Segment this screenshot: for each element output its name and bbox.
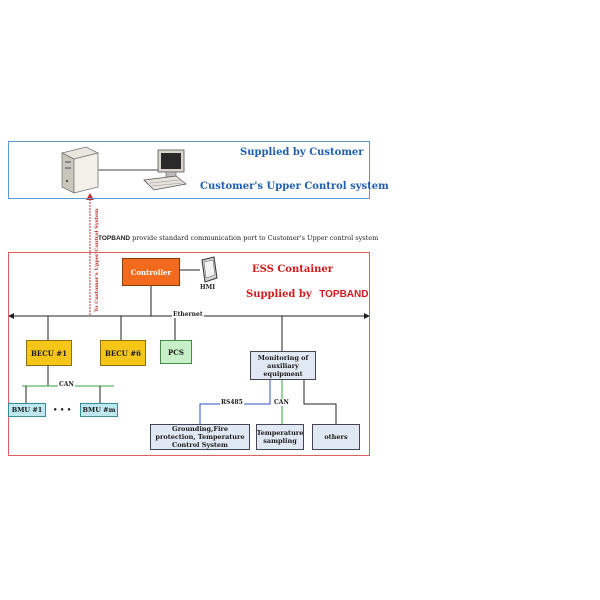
ess-title: ESS Container — [252, 264, 334, 275]
controller-node: Controller — [122, 258, 180, 286]
ethernet-right-arrowhead — [364, 313, 370, 319]
ess-frame — [8, 252, 370, 456]
server-tower-icon — [60, 146, 100, 194]
pcs-node: PCS — [160, 340, 192, 364]
becun-node: BECU #6 — [100, 340, 146, 366]
temperature-node: Temperature sampling — [256, 424, 304, 450]
grounding-node: Grounding,Fire protection, Temperature C… — [150, 424, 250, 450]
becu1-node: BECU #1 — [26, 340, 72, 366]
ess-supplied-by-label: Supplied by — [246, 289, 312, 300]
bmu-ellipsis: • • • — [53, 405, 72, 414]
customer-frame — [8, 141, 370, 199]
rs485-label: RS485 — [220, 399, 244, 406]
ethernet-label: Ethernet — [172, 311, 204, 318]
ethernet-left-arrowhead — [8, 313, 14, 319]
topband-note-text: provide standard communication port to C… — [130, 234, 379, 242]
computer-monitor-icon — [143, 149, 187, 191]
others-node: others — [312, 424, 360, 450]
can-top-label: CAN — [58, 381, 75, 388]
hmi-label: HMI — [200, 284, 216, 291]
bmu1-node: BMU #1 — [8, 403, 46, 417]
customer-title: Supplied by Customer — [240, 147, 364, 158]
monitoring-node: Monitoring of auxiliary equipment — [250, 351, 316, 380]
ess-supplied-by: Supplied by TOPBAND — [246, 289, 368, 300]
topband-note: TOPBAND provide standard communication p… — [98, 234, 378, 242]
monitor-others-line — [303, 380, 337, 424]
topband-note-brand: TOPBAND — [98, 235, 131, 242]
hmi-tablet-icon — [201, 256, 218, 283]
ess-brand: TOPBAND — [319, 289, 369, 300]
bmum-node: BMU #m — [80, 403, 118, 417]
can-bottom-label: CAN — [273, 399, 290, 406]
customer-subtitle: Customer's Upper Control system — [200, 181, 389, 192]
